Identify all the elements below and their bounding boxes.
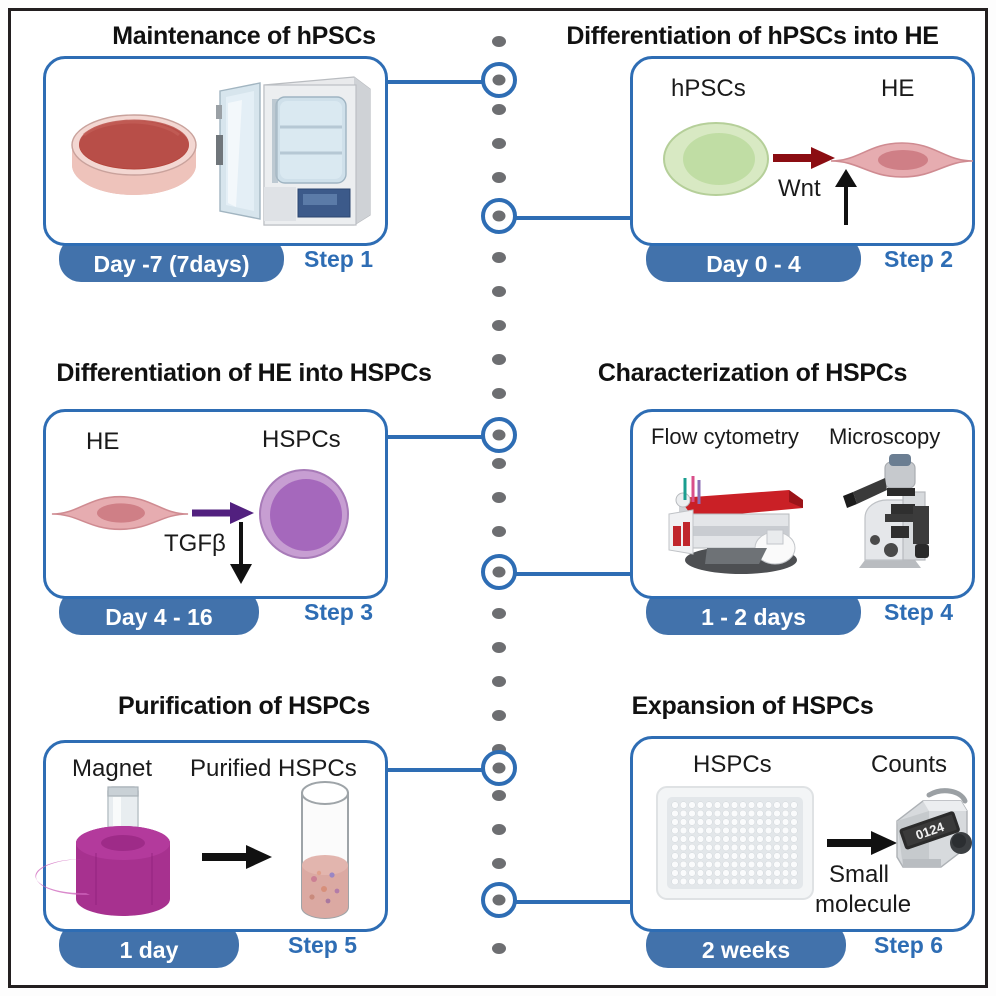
spine-dot xyxy=(492,608,506,619)
black-arrow-icon xyxy=(202,845,272,869)
step-label: Step 4 xyxy=(884,599,954,625)
tally-counter-icon: 0124 xyxy=(896,788,972,868)
step-card[interactable]: Magnet Purified HSPCs xyxy=(35,740,388,932)
panel-step6: Expansion of HSPCs HSPCs Counts xyxy=(520,688,985,983)
label-purified-hspcs: Purified HSPCs xyxy=(190,755,357,782)
node-step6[interactable] xyxy=(481,882,517,918)
spine-dot xyxy=(492,458,506,469)
node-core xyxy=(492,566,506,578)
well-plate-icon xyxy=(656,786,814,900)
magnet-icon xyxy=(35,786,170,916)
down-arrow-icon xyxy=(230,522,252,584)
step-card[interactable]: HE HSPCs TGFβ xyxy=(43,409,388,599)
panel-title: Expansion of HSPCs xyxy=(631,692,874,720)
step-label: Step 6 xyxy=(874,932,944,958)
flow-cytometer-icon xyxy=(668,476,803,574)
panel-title: Differentiation of hPSCs into HE xyxy=(566,22,939,50)
petri-dish-icon xyxy=(71,114,197,195)
spine-dot xyxy=(492,710,506,721)
label-he: HE xyxy=(86,428,120,455)
spine-dot xyxy=(492,36,506,47)
step-label: Step 5 xyxy=(288,932,358,958)
black-arrow-icon xyxy=(827,831,897,855)
red-arrow-icon xyxy=(773,147,835,169)
spine-dot xyxy=(492,320,506,331)
hspc-cell-icon xyxy=(259,469,349,559)
connector-step6 xyxy=(500,900,632,904)
spine-dot xyxy=(492,824,506,835)
step-card[interactable]: hPSCs HE Wnt xyxy=(630,56,975,246)
spine-dot xyxy=(492,642,506,653)
spine-dot xyxy=(492,943,506,954)
connector-step1 xyxy=(370,80,495,84)
spine-dot xyxy=(492,252,506,263)
spine-dot xyxy=(492,172,506,183)
microscope-icon xyxy=(843,454,929,568)
purple-arrow-icon xyxy=(192,502,254,524)
step-label: Step 2 xyxy=(884,246,954,272)
panel-step2: Differentiation of hPSCs into HE hPSCs H… xyxy=(520,14,985,304)
node-step1[interactable] xyxy=(481,62,517,98)
spine-dot xyxy=(492,790,506,801)
node-core xyxy=(492,210,506,222)
spine-dot xyxy=(492,138,506,149)
spine-dot xyxy=(492,526,506,537)
step-card[interactable]: Flow cytometry Microscopy xyxy=(630,409,975,599)
panel-step5: Purification of HSPCs Magnet Purified HS… xyxy=(14,688,474,983)
step-label: Step 1 xyxy=(304,246,374,272)
panel-title: Purification of HSPCs xyxy=(117,692,371,720)
connector-step5 xyxy=(370,768,495,772)
label-wnt: Wnt xyxy=(778,175,821,202)
test-tube-icon xyxy=(301,781,349,919)
step-label: Step 3 xyxy=(304,599,374,625)
label-tgfb: TGFβ xyxy=(164,530,226,557)
spine-dot xyxy=(492,744,506,755)
label-magnet: Magnet xyxy=(72,755,153,782)
node-core xyxy=(492,762,506,774)
panel-step4: Characterization of HSPCs Flow cytometry… xyxy=(520,355,985,645)
spine-dot xyxy=(492,104,506,115)
node-core xyxy=(492,894,506,906)
spine-dot xyxy=(492,492,506,503)
label-flow-cytometry: Flow cytometry xyxy=(651,424,799,449)
spine-dot xyxy=(492,858,506,869)
label-he: HE xyxy=(881,75,915,102)
panel-step3: Differentiation of HE into HSPCs HE HSPC… xyxy=(14,355,474,645)
label-molecule: molecule xyxy=(815,891,912,918)
node-step2[interactable] xyxy=(481,198,517,234)
up-arrow-icon xyxy=(835,169,857,225)
timeline-spine xyxy=(481,18,517,978)
connector-step2 xyxy=(500,216,632,220)
he-cell-icon xyxy=(830,142,974,178)
spine-dot xyxy=(492,286,506,297)
incubator-icon xyxy=(216,76,371,226)
node-step4[interactable] xyxy=(481,554,517,590)
connector-step3 xyxy=(370,435,495,439)
panel-step1: Maintenance of hPSCs xyxy=(14,14,474,304)
hpsc-colony-icon xyxy=(663,122,769,196)
panel-title: Characterization of HSPCs xyxy=(597,359,908,387)
label-hspcs: HSPCs xyxy=(262,426,341,453)
label-hpscs: hPSCs xyxy=(671,75,746,102)
step-card[interactable]: HSPCs Counts xyxy=(630,736,975,932)
connector-step4 xyxy=(500,572,632,576)
label-microscopy: Microscopy xyxy=(829,424,941,449)
spine-dot xyxy=(492,388,506,399)
panel-title: Maintenance of hPSCs xyxy=(112,22,376,50)
label-hspcs: HSPCs xyxy=(693,751,772,778)
spine-dot xyxy=(492,354,506,365)
step-card[interactable] xyxy=(43,56,388,246)
he-cell-icon xyxy=(51,495,189,531)
node-core xyxy=(492,429,506,441)
node-core xyxy=(492,74,506,86)
node-step3[interactable] xyxy=(481,417,517,453)
panel-title: Differentiation of HE into HSPCs xyxy=(56,359,432,387)
spine-dot xyxy=(492,676,506,687)
node-step5[interactable] xyxy=(481,750,517,786)
label-small: Small xyxy=(829,861,890,888)
label-counts: Counts xyxy=(871,751,948,778)
